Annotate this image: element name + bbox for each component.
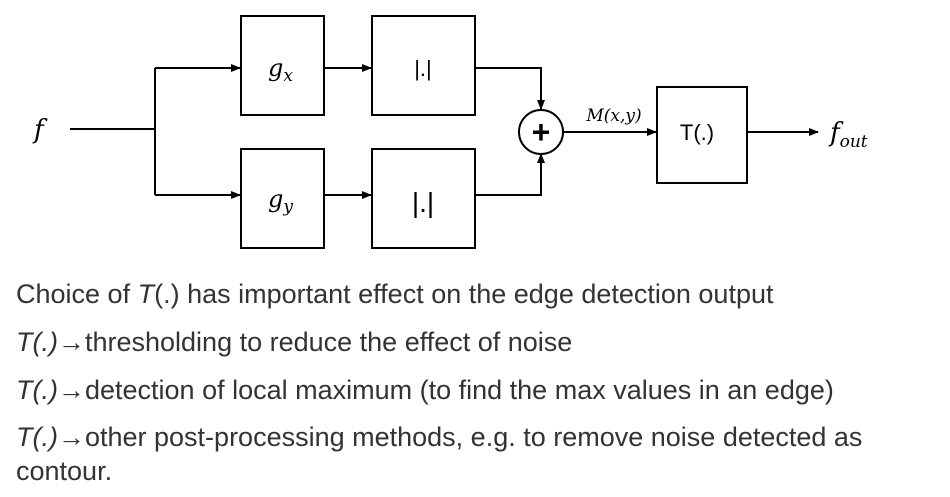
summation-symbol: +	[532, 114, 551, 150]
note-t-symbol: T	[16, 374, 33, 405]
input-label: f	[32, 115, 48, 145]
output-label: fout	[828, 118, 868, 152]
threshold-box	[656, 86, 748, 184]
gx-label: gx	[268, 54, 293, 86]
note-t-paren: (.)	[32, 422, 58, 453]
note-item: T(.)→detection of local maximum (to find…	[16, 374, 946, 408]
arrow-abs-top-to-sum	[475, 67, 545, 110]
gy-box	[240, 148, 325, 249]
arrow-abs-bottom-to-sum	[475, 153, 545, 196]
abs-label-bottom: |.|	[412, 187, 434, 218]
abs-box-bottom	[371, 148, 476, 249]
note-item: T(.)→thresholding to reduce the effect o…	[16, 326, 946, 360]
gy-label: gy	[268, 185, 293, 217]
threshold-label: T(.)	[680, 120, 714, 145]
note-text: detection of local maximum (to find the …	[84, 374, 834, 405]
right-arrow-icon: →	[57, 374, 85, 405]
note-t-paren: (.)	[32, 374, 58, 405]
right-arrow-icon: →	[57, 326, 85, 357]
note-t-symbol: T	[137, 279, 155, 309]
edge-detection-block-diagram: f gx gy |.| |.| + M(x,y) T(.) fout	[32, 15, 868, 249]
right-arrow-icon: →	[57, 422, 85, 453]
magnitude-label: M(x,y)	[585, 106, 641, 126]
notes-list: Choice of T(.) has important effect on t…	[16, 278, 946, 489]
note-text: other post-processing methods, e.g. to r…	[16, 422, 863, 486]
abs-label-top: |.|	[414, 56, 432, 81]
note-t-symbol: T	[16, 422, 33, 453]
note-text: thresholding to reduce the effect of noi…	[84, 326, 573, 357]
note-t-symbol: T	[16, 326, 33, 357]
note-text: (.) has important effect on the edge det…	[154, 279, 774, 309]
gx-box	[240, 15, 325, 116]
note-t-paren: (.)	[32, 326, 58, 357]
note-item: T(.)→other post-processing methods, e.g.…	[16, 421, 946, 489]
note-text: Choice of	[16, 279, 138, 309]
abs-box-top	[371, 15, 476, 116]
note-item: Choice of T(.) has important effect on t…	[16, 278, 946, 312]
